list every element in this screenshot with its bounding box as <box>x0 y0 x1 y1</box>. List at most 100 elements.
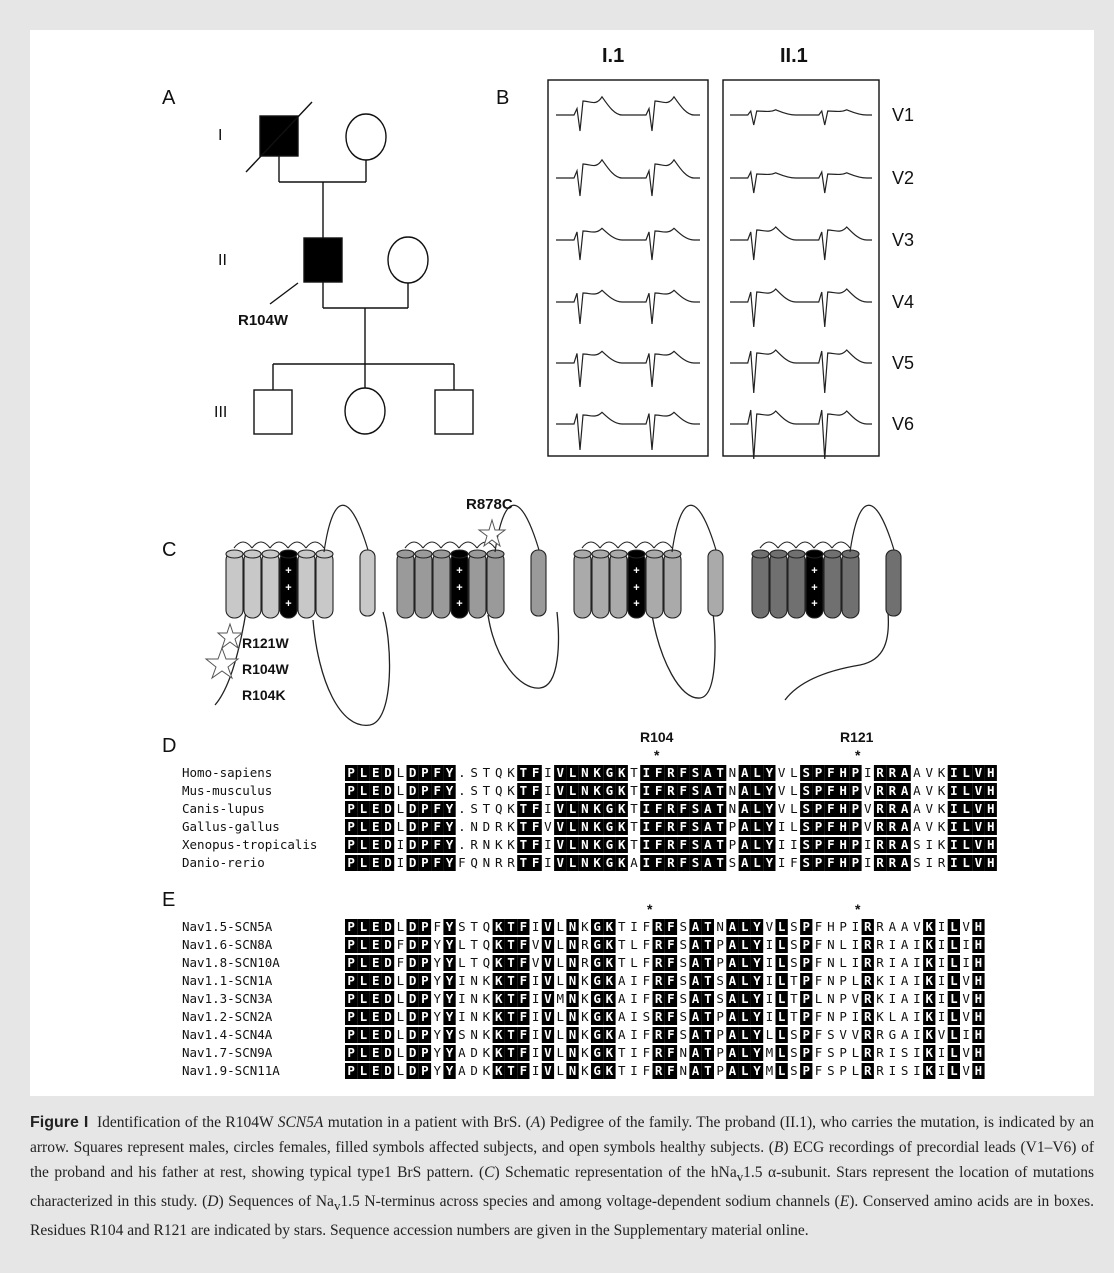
residue: V <box>544 919 552 934</box>
positive-charge-icon: + <box>285 565 291 577</box>
residue: F <box>815 1063 823 1078</box>
residue: F <box>520 1027 528 1042</box>
residue: L <box>397 1045 405 1060</box>
residue: I <box>544 801 552 816</box>
residue: R <box>581 937 589 952</box>
pore-helix <box>886 550 901 616</box>
residue: L <box>556 1045 564 1060</box>
residue: T <box>618 955 626 970</box>
residue: P <box>802 1045 810 1060</box>
residue: V <box>975 801 983 816</box>
residue: F <box>520 991 528 1006</box>
residue: A <box>901 1009 909 1024</box>
female-healthy-symbol <box>345 388 385 434</box>
ecg-lead-label: V6 <box>892 414 914 434</box>
residue: P <box>347 1027 355 1042</box>
residue: P <box>839 973 847 988</box>
residue: R <box>864 1027 872 1042</box>
residue: P <box>421 1027 429 1042</box>
residue: R <box>876 855 884 870</box>
residue: Q <box>483 937 491 952</box>
residue: V <box>938 1027 946 1042</box>
residue: T <box>470 955 478 970</box>
residue: L <box>778 1009 786 1024</box>
residue: R <box>876 819 884 834</box>
residue: F <box>667 937 675 952</box>
residue: R <box>864 991 872 1006</box>
residue: K <box>618 855 626 870</box>
sequence-name: Nav1.1-SCN1A <box>182 973 273 988</box>
residue: S <box>716 991 724 1006</box>
residue: F <box>433 837 441 852</box>
residue: T <box>470 937 478 952</box>
residue: F <box>433 801 441 816</box>
residue: L <box>556 919 564 934</box>
residue: H <box>839 783 847 798</box>
residue: A <box>889 919 897 934</box>
residue: S <box>679 1009 687 1024</box>
residue: A <box>901 955 909 970</box>
residue: P <box>729 819 737 834</box>
residue: F <box>815 1009 823 1024</box>
residue: V <box>556 819 564 834</box>
residue: T <box>470 919 478 934</box>
pore-helix <box>531 550 546 616</box>
residue: T <box>483 801 491 816</box>
residue: S <box>679 1027 687 1042</box>
residue: F <box>667 955 675 970</box>
residue: R <box>876 837 884 852</box>
residue: F <box>458 855 466 870</box>
residue: P <box>421 855 429 870</box>
residue: D <box>409 955 417 970</box>
residue: R <box>655 955 663 970</box>
residue: K <box>938 765 946 780</box>
residue: P <box>852 801 860 816</box>
transmembrane-segment <box>824 552 841 618</box>
residue: F <box>532 837 540 852</box>
residue: . <box>458 801 466 816</box>
residue: S <box>802 855 810 870</box>
residue: A <box>704 837 712 852</box>
generation-label-1: I <box>218 127 222 144</box>
residue: H <box>987 819 995 834</box>
residue: F <box>433 783 441 798</box>
figure-panel: A I II III <box>0 0 1114 1100</box>
residue: V <box>864 783 872 798</box>
residue: P <box>347 819 355 834</box>
residue: P <box>421 1009 429 1024</box>
residue: S <box>901 1045 909 1060</box>
residue: S <box>827 1027 835 1042</box>
residue: T <box>507 955 515 970</box>
residue: I <box>938 973 946 988</box>
positive-charge-icon: + <box>811 582 817 594</box>
residue: L <box>569 819 577 834</box>
residue: N <box>581 801 589 816</box>
residue: S <box>790 1045 798 1060</box>
residue: I <box>913 955 921 970</box>
residue: V <box>962 1063 970 1078</box>
figure-caption: Figure I Identification of the R104W SCN… <box>30 1110 1094 1243</box>
residue: Y <box>446 1063 454 1078</box>
residue: E <box>372 1027 380 1042</box>
residue: I <box>950 819 958 834</box>
ecg-box-father <box>548 80 708 456</box>
residue: K <box>618 819 626 834</box>
residue: D <box>409 991 417 1006</box>
residue: Y <box>446 919 454 934</box>
residue: F <box>433 919 441 934</box>
female-healthy-symbol <box>388 237 428 283</box>
residue: H <box>975 937 983 952</box>
residue: A <box>913 819 921 834</box>
segment-cap <box>397 550 414 558</box>
residue: V <box>962 1009 970 1024</box>
residue: A <box>901 837 909 852</box>
residue: L <box>753 819 761 834</box>
residue: Y <box>753 1045 761 1060</box>
residue: L <box>397 919 405 934</box>
mutation-label-r104k: R104K <box>242 687 286 703</box>
residue: L <box>360 919 368 934</box>
residue: L <box>360 1009 368 1024</box>
residue: L <box>766 1027 774 1042</box>
caption-text: mutation in a patient with BrS. ( <box>323 1114 530 1131</box>
residue: L <box>556 1009 564 1024</box>
